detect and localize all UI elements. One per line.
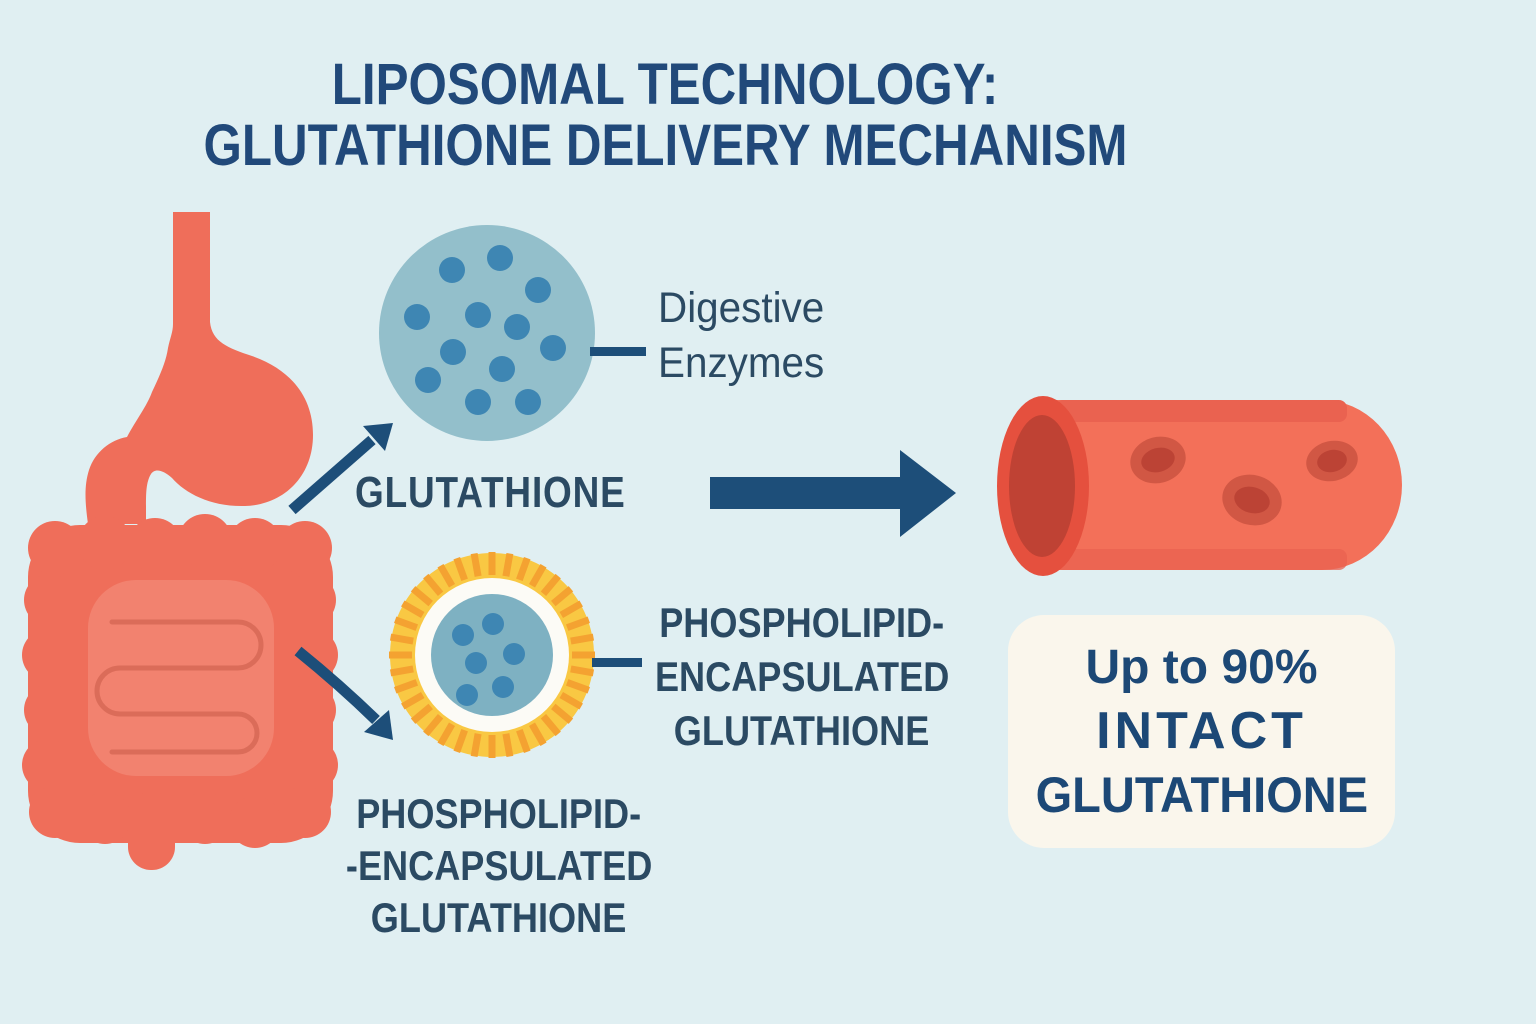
digestive-enzymes-line2: Enzymes (658, 338, 825, 387)
liposome-circle-icon (389, 552, 595, 758)
digestive-enzymes-label: Digestive Enzymes (658, 281, 835, 390)
connector-liposome-label (592, 658, 642, 667)
result-line3: GLUTATHIONE (1035, 766, 1368, 823)
phospholipid-encapsulated-bottom-label: PHOSPHOLIPID- -ENCAPSULATED GLUTATHIONE (315, 788, 683, 944)
encap-bottom-line2: -ENCAPSULATED (345, 842, 653, 890)
stomach-icon (85, 212, 313, 524)
digestive-enzymes-circle-icon (379, 225, 595, 441)
digestive-enzymes-line1: Digestive (658, 284, 825, 332)
encap-right-line3: GLUTATHIONE (674, 707, 930, 755)
small-intestine-icon (88, 580, 274, 776)
arrow-intestine-to-liposome (294, 646, 393, 740)
encap-bottom-line1: PHOSPHOLIPID- (356, 790, 642, 837)
encap-right-line1: PHOSPHOLIPID- (659, 599, 945, 646)
blood-vessel-icon (997, 396, 1402, 576)
liposome-dots (452, 613, 525, 706)
glutathione-label: GLUTATHIONE (355, 468, 645, 518)
connector-enzymes-label (590, 347, 646, 356)
liposome-spokes (389, 552, 595, 758)
encap-right-line2: ENCAPSULATED (654, 653, 950, 701)
arrow-stomach-to-glutathione (288, 423, 393, 515)
enzyme-dots (404, 245, 566, 415)
result-box: Up to 90% INTACT GLUTATHIONE (1008, 615, 1395, 848)
glutathione-label-text: GLUTATHIONE (355, 468, 626, 517)
result-line2: INTACT (1096, 701, 1307, 760)
page-title-line2: GLUTATHIONE DELIVERY MECHANISM (203, 113, 1127, 179)
result-line1: Up to 90% (1085, 640, 1318, 694)
page-title-line1: LIPOSOMAL TECHNOLOGY: (331, 52, 999, 117)
phospholipid-encapsulated-right-label: PHOSPHOLIPID- ENCAPSULATED GLUTATHIONE (618, 596, 986, 759)
arrow-right-icon (710, 450, 956, 537)
encap-bottom-line3: GLUTATHIONE (371, 894, 627, 942)
stomach-intestines-icon (22, 212, 338, 870)
red-blood-cells (1130, 436, 1358, 526)
page-title: LIPOSOMAL TECHNOLOGY: GLUTATHIONE DELIVE… (0, 54, 1330, 177)
